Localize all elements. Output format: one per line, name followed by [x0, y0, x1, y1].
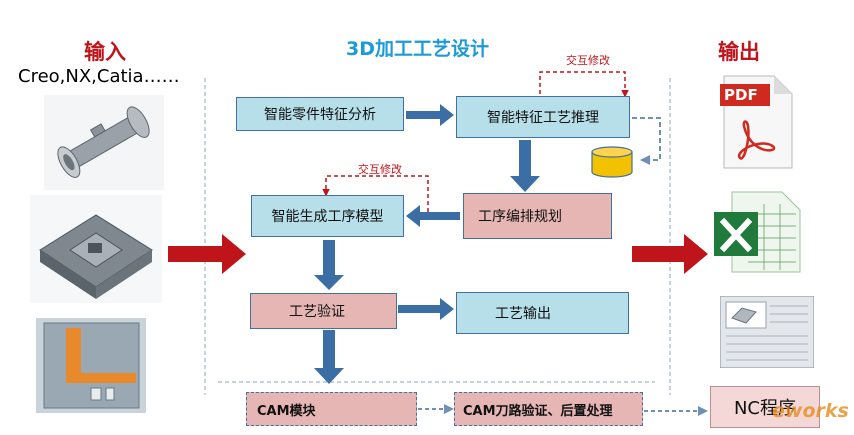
database-loop — [632, 117, 661, 165]
feature-process-reasoning-label: 智能特征工艺推理 — [487, 110, 599, 126]
arrow-verification-to-output — [398, 298, 454, 320]
watermark-logo: eworks — [772, 400, 849, 422]
nc-program-label: NC程序 — [733, 398, 797, 419]
cam-toolpath-node: CAM刀路验证、后置处理 — [454, 392, 643, 426]
process-scheduling-node: 工序编排规划 — [463, 193, 612, 239]
output-header: 输出 — [718, 40, 760, 64]
diagram-title: 3D加工工艺设计 — [346, 38, 489, 60]
part-feature-analysis-node: 智能零件特征分析 — [236, 97, 404, 131]
arrow-reasoning-to-scheduling — [510, 140, 540, 192]
arrow-scheduling-to-model — [406, 205, 460, 227]
cam-toolpath-label: CAM刀路验证、后置处理 — [463, 403, 613, 419]
cam-module-node: CAM模块 — [246, 392, 417, 426]
pdf-file-icon: PDF — [718, 74, 796, 170]
pdf-label: PDF — [724, 86, 758, 104]
input-big-arrow — [168, 234, 246, 274]
process-scheduling-label: 工序编排规划 — [478, 209, 562, 225]
input-header: 输入 — [84, 40, 126, 64]
output-big-arrow — [632, 234, 708, 274]
sheet-part-image — [36, 318, 146, 413]
excel-file-icon — [708, 190, 804, 274]
cam-module-label: CAM模块 — [257, 403, 316, 419]
process-verification-label: 工艺验证 — [289, 304, 345, 320]
process-card-image — [719, 295, 815, 369]
mold-part-image — [30, 195, 162, 303]
part-feature-analysis-label: 智能零件特征分析 — [264, 107, 376, 123]
left-interaction-label: 交互修改 — [358, 163, 402, 176]
database-icon — [591, 146, 633, 178]
nc-program-box: NC程序 — [710, 386, 820, 428]
generate-process-model-node: 智能生成工序模型 — [251, 195, 404, 237]
top-interaction-label: 交互修改 — [566, 54, 610, 67]
process-verification-node: 工艺验证 — [250, 293, 397, 329]
left-interaction-loop — [322, 175, 429, 212]
top-interaction-loop — [539, 71, 629, 98]
pipe-part-image — [44, 95, 164, 190]
arrow-analysis-to-reasoning — [406, 104, 454, 126]
process-output-label: 工艺输出 — [495, 306, 551, 322]
input-software-list: Creo,NX,Catia…… — [18, 66, 180, 87]
generate-process-model-label: 智能生成工序模型 — [271, 209, 384, 225]
feature-process-reasoning-node: 智能特征工艺推理 — [456, 96, 630, 138]
arrow-model-to-verification — [314, 240, 344, 290]
process-output-node: 工艺输出 — [456, 292, 629, 334]
arrow-verification-to-cam — [314, 330, 344, 384]
